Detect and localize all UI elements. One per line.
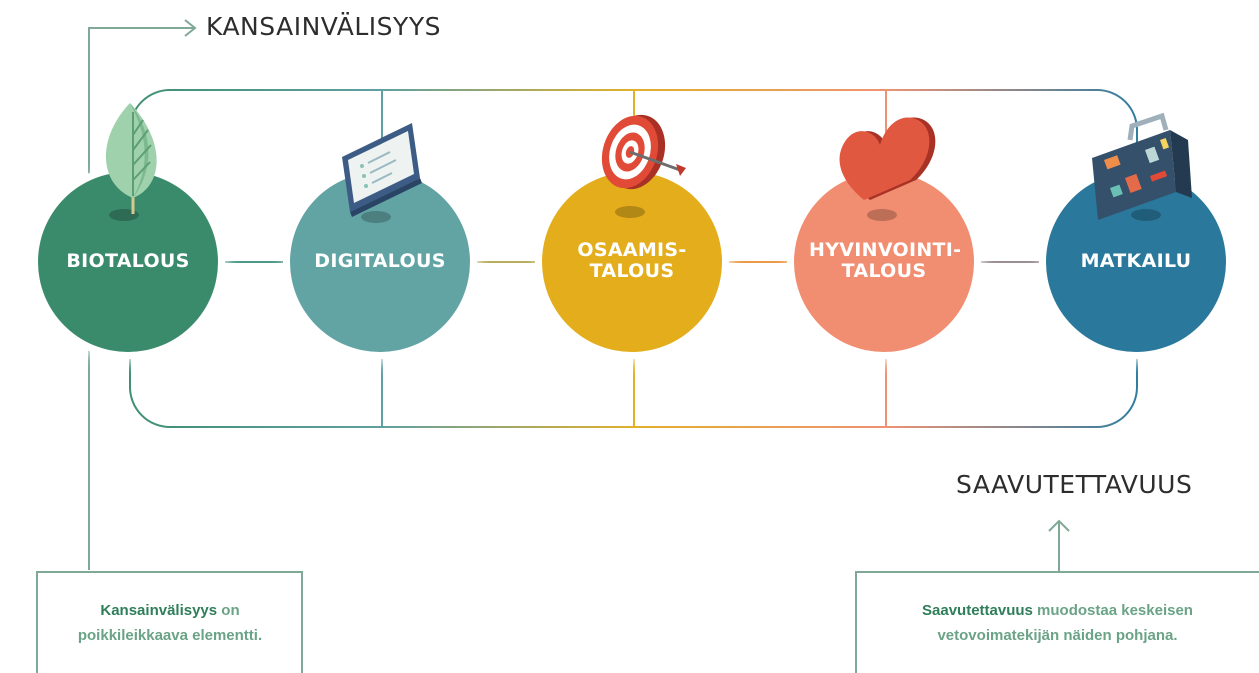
accessibility-heading: SAAVUTETTAVUUS: [956, 470, 1193, 499]
sector-hyvinvointitalous: [787, 165, 983, 363]
icon-shadows: [109, 206, 1161, 223]
left-note-frame: [36, 571, 303, 673]
internationality-heading: KANSAINVÄLISYYS: [206, 12, 441, 41]
heart-icon: [839, 117, 936, 200]
leaf-icon: [105, 103, 157, 214]
right-note-strong: Saavutettavuus: [922, 602, 1033, 619]
sector-osaamistalous: [535, 165, 731, 363]
hyvinvointitalous-label: HYVINVOINTI- TALOUS: [809, 239, 962, 282]
right-note: Saavutettavuus muodostaa keskeisen vetov…: [860, 598, 1255, 648]
right-note-text: muodostaa keskeisen vetovoimatekijän näi…: [937, 602, 1193, 644]
digitalous-circle: [290, 172, 470, 352]
suitcase-icon: [1092, 112, 1192, 220]
matkailu-circle: [1046, 172, 1226, 352]
digitalous-label: DIGITALOUS: [314, 250, 446, 272]
biotalous-circle: [38, 172, 218, 352]
accessibility-arrow: [1048, 519, 1070, 572]
hyvinvointitalous-circle: [794, 172, 974, 352]
matkailu-label: MATKAILU: [1080, 250, 1192, 272]
left-note-strong: Kansainvälisyys: [100, 602, 218, 619]
left-note: Kansainvälisyys on poikkileikkaava eleme…: [40, 598, 300, 648]
internationality-arrow: [88, 19, 197, 570]
osaamistalous-circle: [542, 172, 722, 352]
osaamistalous-label: OSAAMIS- TALOUS: [577, 239, 687, 282]
left-note-text: on poikkileikkaava elementti.: [77, 602, 263, 644]
sector-digitalous: [283, 165, 479, 363]
tablet-icon: [342, 123, 422, 217]
sector-biotalous: [31, 165, 227, 363]
right-note-frame: [855, 571, 1259, 673]
biotalous-label: BIOTALOUS: [66, 250, 190, 272]
sector-matkailu: [1039, 165, 1235, 363]
target-icon: [601, 114, 686, 190]
